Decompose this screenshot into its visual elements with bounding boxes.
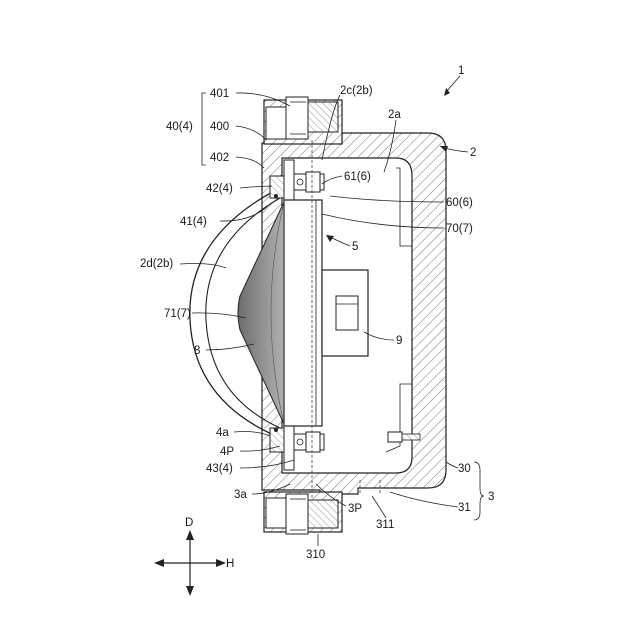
label-60: 60(6) xyxy=(446,197,473,209)
label-2: 2 xyxy=(470,147,476,159)
label-70: 70(7) xyxy=(446,223,473,235)
label-2d: 2d(2b) xyxy=(140,258,173,270)
arrow-up-icon xyxy=(186,530,194,540)
direction-d: D xyxy=(185,517,193,529)
label-2a: 2a xyxy=(388,109,401,121)
label-402: 402 xyxy=(210,152,229,164)
label-4a: 4a xyxy=(216,427,229,439)
label-400: 400 xyxy=(210,121,229,133)
label-40: 40(4) xyxy=(166,121,193,133)
top-fastener-boss xyxy=(264,97,342,144)
light-module xyxy=(322,270,368,356)
label-1: 1 xyxy=(458,65,464,77)
direction-h: H xyxy=(226,558,234,570)
label-8: 8 xyxy=(194,345,200,357)
label-42: 42(4) xyxy=(206,183,233,195)
lens-holder xyxy=(284,200,322,426)
label-30: 30 xyxy=(458,463,471,475)
label-2c: 2c(2b) xyxy=(340,85,373,97)
label-61: 61(6) xyxy=(344,171,371,183)
label-401: 401 xyxy=(210,88,229,100)
label-5: 5 xyxy=(352,241,358,253)
label-71: 71(7) xyxy=(164,308,191,320)
label-3a: 3a xyxy=(234,489,247,501)
arrow-right-icon xyxy=(216,559,226,567)
label-9: 9 xyxy=(396,335,402,347)
label-311: 311 xyxy=(376,519,394,531)
label-3: 3 xyxy=(488,491,494,503)
lens xyxy=(238,202,284,424)
label-3p: 3P xyxy=(348,503,362,515)
bottom-fastener-boss xyxy=(264,492,342,534)
direction-indicator xyxy=(154,530,226,596)
label-41: 41(4) xyxy=(180,216,207,228)
label-31: 31 xyxy=(458,502,471,514)
label-43: 43(4) xyxy=(206,463,233,475)
label-310: 310 xyxy=(306,549,325,561)
arrow-left-icon xyxy=(154,559,164,567)
label-4p: 4P xyxy=(220,446,234,458)
arrow-down-icon xyxy=(186,586,194,596)
arrow-5 xyxy=(326,235,350,246)
